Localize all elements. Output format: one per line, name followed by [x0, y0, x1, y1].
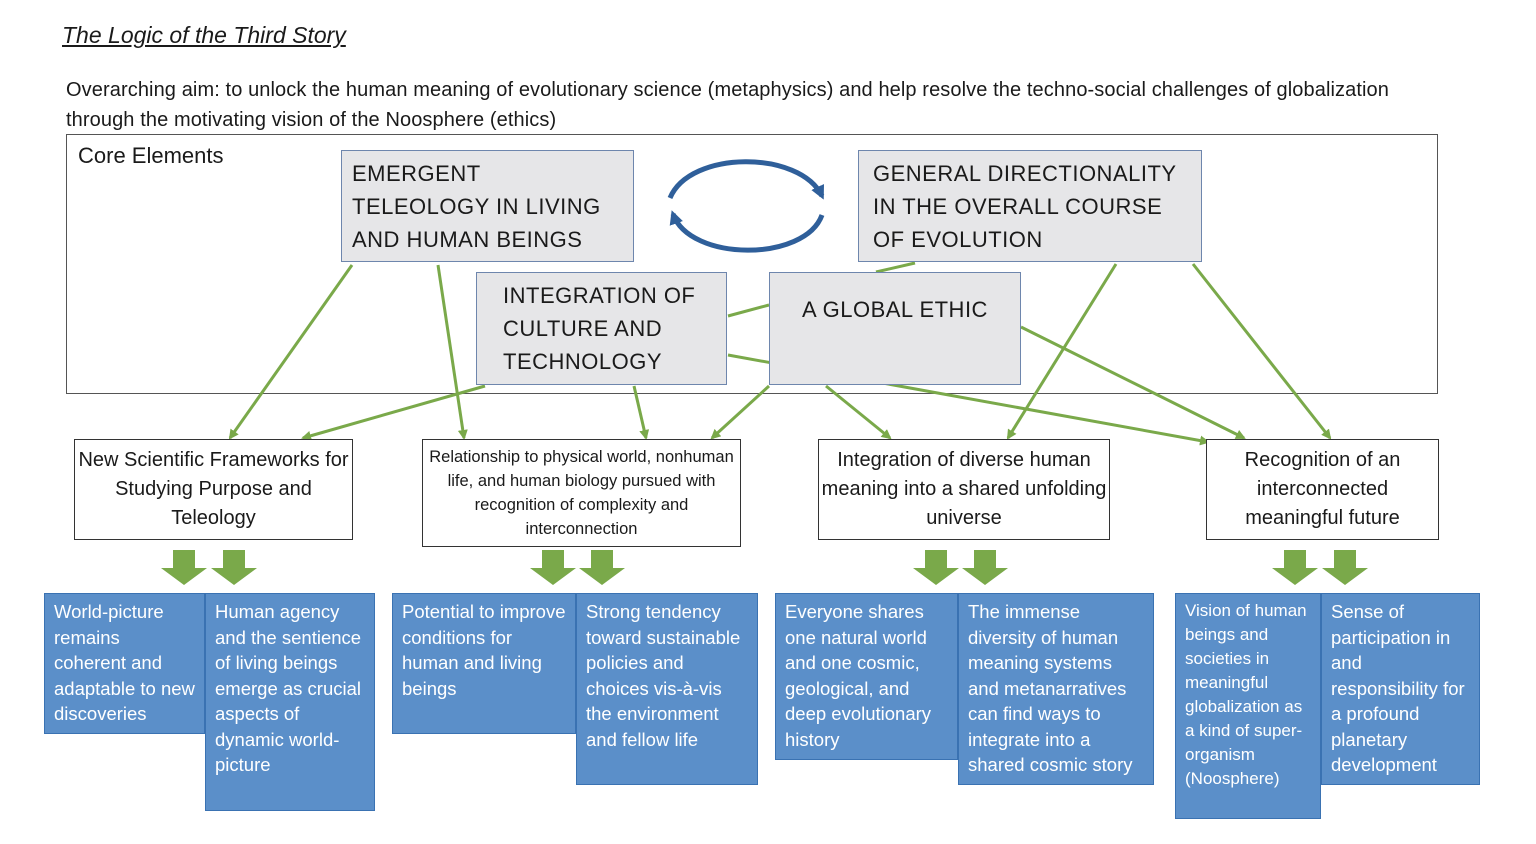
down-arrow-icon	[1322, 550, 1368, 585]
outcome-text: Relationship to physical world, nonhuman…	[429, 448, 734, 538]
core-culture-technology: INTEGRATION OF CULTURE AND TECHNOLOGY	[476, 272, 727, 385]
connector-direction-recognition	[1191, 263, 1332, 440]
detail-world-picture-coherent: World-picture remains coherent and adapt…	[44, 593, 205, 734]
outcome-text: Integration of diverse human meaning int…	[821, 449, 1107, 529]
connector-culture-ethic	[727, 303, 770, 318]
cycle-arrow-bottom	[669, 210, 825, 253]
overarching-aim: Overarching aim: to unlock the human mea…	[66, 79, 1390, 131]
diagram-title: The Logic of the Third Story	[62, 22, 346, 48]
detail-improve-conditions: Potential to improve conditions for huma…	[392, 593, 576, 734]
outcome-relationship-physical-world: Relationship to physical world, nonhuman…	[422, 439, 741, 547]
connector-ethic-relationship	[710, 384, 771, 440]
connector-ethic-integration	[825, 384, 892, 440]
connector-teleology-relationship	[436, 264, 468, 440]
connector-ethic-recognition	[1020, 325, 1246, 440]
connector-culture-relationship	[632, 385, 650, 440]
core-emergent-teleology: EMERGENT TELEOLOGY IN LIVING AND HUMAN B…	[341, 150, 634, 262]
detail-diversity-meaning-systems: The immense diversity of human meaning s…	[958, 593, 1154, 785]
down-arrow-icon	[1272, 550, 1318, 585]
down-arrow-icon	[962, 550, 1008, 585]
detail-planetary-participation: Sense of participation in and responsibi…	[1321, 593, 1480, 785]
down-arrow-icon	[530, 550, 576, 585]
detail-shared-natural-world: Everyone shares one natural world and on…	[775, 593, 958, 760]
core-general-directionality: GENERAL DIRECTIONALITY IN THE OVERALL CO…	[858, 150, 1202, 262]
outcome-text: New Scientific Frameworks for Studying P…	[78, 449, 349, 529]
detail-sustainable-policies: Strong tendency toward sustainable polic…	[576, 593, 758, 785]
down-arrow-icon	[211, 550, 257, 585]
cycle-arrow-top	[667, 159, 825, 200]
down-arrow-icon	[913, 550, 959, 585]
core-elements-label: Core Elements	[78, 143, 224, 168]
connector-direction-ethic	[875, 261, 916, 274]
outcome-recognition-future: Recognition of an interconnected meaning…	[1206, 439, 1439, 540]
outcome-scientific-frameworks: New Scientific Frameworks for Studying P…	[74, 439, 353, 540]
detail-human-agency: Human agency and the sentience of living…	[205, 593, 375, 811]
outcome-integration-meaning: Integration of diverse human meaning int…	[818, 439, 1110, 540]
down-arrow-icon	[579, 550, 625, 585]
connector-culture-frameworks	[301, 384, 486, 441]
down-arrow-icon	[161, 550, 207, 585]
core-global-ethic: A GLOBAL ETHIC	[769, 272, 1021, 385]
connector-teleology-frameworks	[228, 264, 354, 440]
connector-direction-integration	[1006, 263, 1118, 440]
outcome-text: Recognition of an interconnected meaning…	[1244, 449, 1401, 529]
core-elements-frame	[66, 134, 1438, 394]
detail-vision-noosphere: Vision of human beings and societies in …	[1175, 593, 1321, 819]
